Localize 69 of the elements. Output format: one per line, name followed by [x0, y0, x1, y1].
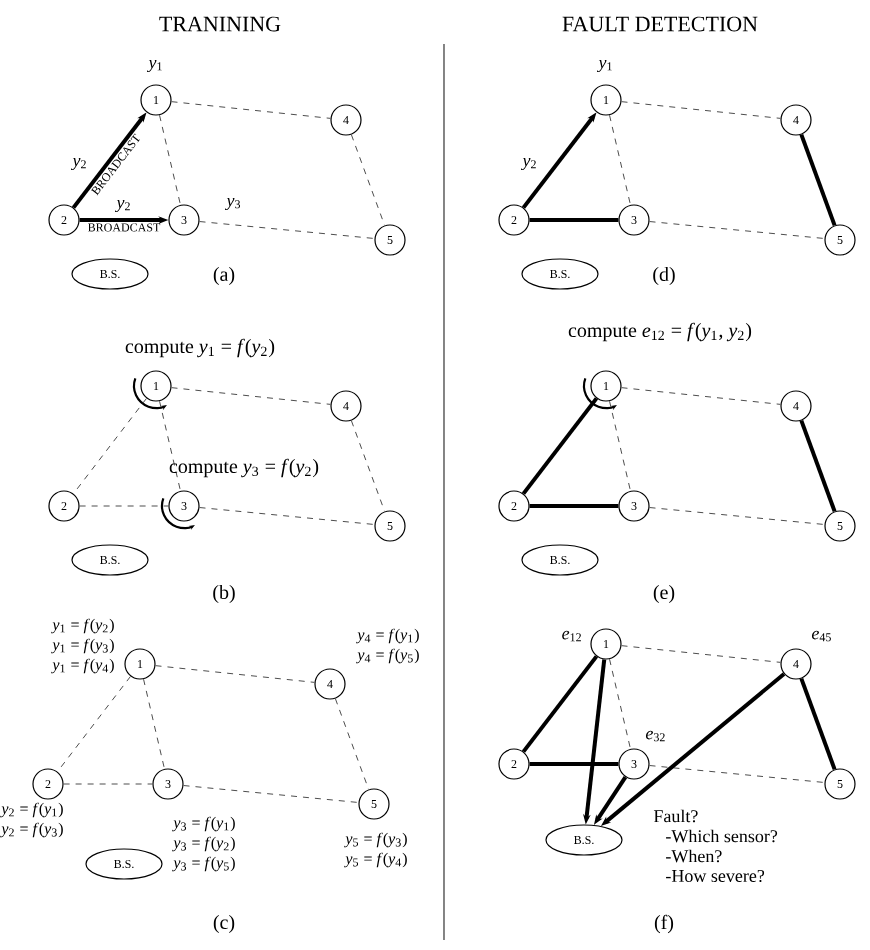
link-line	[57, 675, 131, 773]
node-annotation: compute y$_{1}$ = f(y$_{2}$)	[125, 338, 275, 358]
link-line	[199, 507, 375, 525]
panel-caption: (b)	[213, 584, 235, 604]
node-annotation: e$_{12}$	[562, 630, 581, 642]
node-annotation: -How severe?	[666, 869, 765, 883]
link-line	[79, 505, 169, 507]
node-annotation: y$_{1}$ = f(y$_{4}$)	[51, 658, 114, 674]
node-annotation: y$_{4}$ = f(y$_{1}$)	[356, 628, 419, 644]
link-line	[521, 655, 599, 753]
link-line	[63, 783, 153, 785]
node-annotation: e$_{32}$	[645, 730, 665, 742]
link-line	[799, 677, 837, 771]
panel-caption: (e)	[653, 584, 675, 604]
node-annotation: compute y$_{3}$ = f(y$_{2}$)	[169, 458, 319, 478]
node-annotation: Fault?	[653, 809, 698, 823]
node-annotation: -Which sensor?	[666, 829, 778, 843]
link-line	[529, 504, 619, 508]
link-line	[609, 658, 631, 750]
node-annotation: e$_{45}$	[811, 630, 831, 642]
link-line	[143, 678, 165, 770]
node-annotation: y$_{1}$ = f(y$_{3}$)	[51, 638, 114, 654]
link-line	[529, 762, 619, 766]
node-annotation: y$_{2}$ = f(y$_{1}$)	[0, 802, 63, 818]
link-line	[609, 114, 631, 206]
link-line	[649, 507, 825, 525]
link-line	[649, 221, 825, 239]
node-annotation: y$_{3}$ = f(y$_{2}$)	[172, 836, 235, 852]
link-line	[649, 765, 825, 783]
link-line	[799, 133, 837, 227]
node-annotation: y$_{3}$ = f(y$_{5}$)	[172, 856, 235, 872]
variable-label: y$_{2}$	[71, 157, 86, 171]
panel-caption: (a)	[213, 266, 235, 286]
node-annotation: compute e$_{12}$ = f(y$_{1}$, y$_{2}$)	[568, 322, 752, 342]
link-line	[621, 387, 781, 405]
node-annotation: y$_{2}$ = f(y$_{3}$)	[0, 822, 63, 838]
node-annotation: y$_{5}$ = f(y$_{3}$)	[344, 832, 407, 848]
panel-caption: (c)	[213, 914, 235, 934]
heading: FAULT DETECTION	[562, 16, 758, 32]
link-line	[621, 101, 781, 119]
variable-label: y$_{2}$	[115, 199, 130, 213]
panel-caption: (f)	[654, 914, 674, 934]
link-line	[159, 114, 181, 206]
heading: TRANINING	[159, 16, 281, 32]
link-line	[350, 134, 386, 226]
node-annotation: y$_{1}$	[597, 59, 612, 73]
link-line	[521, 397, 599, 495]
link-line	[171, 101, 331, 119]
node-annotation: y$_{5}$ = f(y$_{4}$)	[344, 852, 407, 868]
node-annotation: y$_{1}$ = f(y$_{2}$)	[51, 618, 114, 634]
link-line	[799, 419, 837, 513]
link-line	[621, 645, 781, 663]
link-line	[529, 218, 619, 222]
node-annotation: y$_{4}$ = f(y$_{5}$)	[356, 648, 419, 664]
link-line	[350, 420, 386, 512]
node-annotation: y$_{1}$	[147, 59, 162, 73]
node-annotation: y$_{3}$	[225, 197, 241, 211]
link-line	[159, 400, 181, 492]
node-annotation: -When?	[666, 849, 722, 863]
link-line	[609, 400, 631, 492]
link-line	[171, 387, 331, 405]
link-line	[334, 698, 370, 790]
variable-label: y$_{2}$	[521, 157, 536, 171]
link-line	[155, 665, 315, 683]
link-line	[73, 397, 147, 495]
panel-caption: (d)	[653, 266, 675, 286]
link-line	[199, 221, 375, 239]
node-annotation: y$_{3}$ = f(y$_{1}$)	[172, 816, 235, 832]
link-line	[183, 785, 359, 803]
